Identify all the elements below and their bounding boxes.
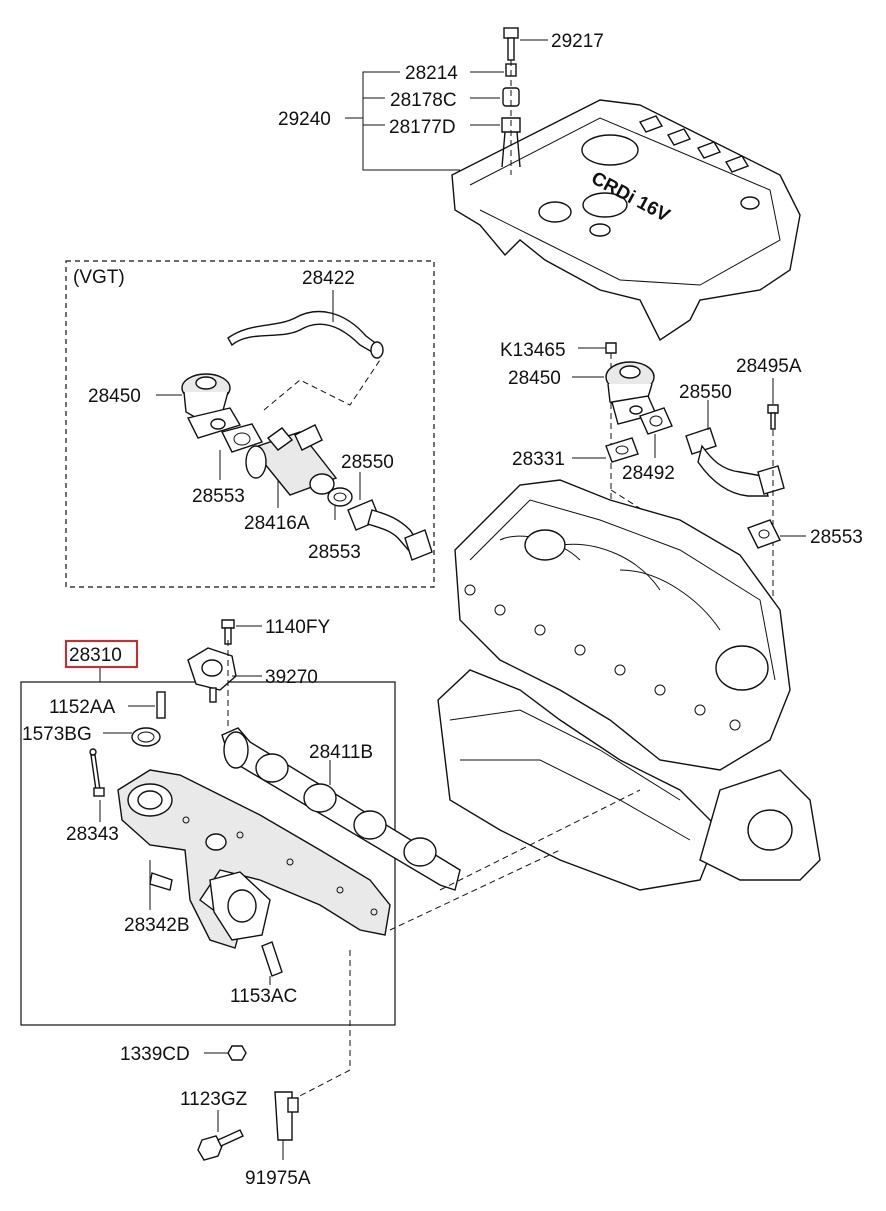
label-29217[interactable]: 29217 <box>551 31 604 52</box>
gasket-28411B[interactable] <box>221 727 461 891</box>
label-28553-vgt-b[interactable]: 28553 <box>308 542 361 563</box>
label-28450-vgt[interactable]: 28450 <box>88 386 141 407</box>
label-K13465[interactable]: K13465 <box>500 340 566 361</box>
cylinder-head-and-block <box>437 479 821 891</box>
label-1123GZ[interactable]: 1123GZ <box>180 1089 248 1110</box>
egr-cooler-28416A[interactable] <box>245 424 338 496</box>
label-1339CD[interactable]: 1339CD <box>120 1044 190 1065</box>
bolt-28495A[interactable] <box>767 404 779 430</box>
label-28416A[interactable]: 28416A <box>244 513 310 534</box>
bracket-91975A[interactable] <box>274 1091 299 1141</box>
label-39270[interactable]: 39270 <box>265 667 318 688</box>
exhaust-manifold-28310[interactable] <box>117 769 391 949</box>
label-28310[interactable]: 28310 <box>69 645 122 666</box>
hose-28422[interactable] <box>227 310 380 353</box>
egr-valve-vgt[interactable] <box>181 373 242 439</box>
nut-1339CD[interactable] <box>227 1045 247 1061</box>
vgt-group-box <box>65 260 435 588</box>
gasket-vgt-28553-b[interactable] <box>327 487 353 507</box>
label-1153AC[interactable]: 1153AC <box>230 986 297 1007</box>
engine-cover[interactable]: CRDi 16V <box>451 99 801 342</box>
label-28342B[interactable]: 28342B <box>124 915 190 936</box>
label-28553-vgt-a[interactable]: 28553 <box>192 486 245 507</box>
gasket-vgt-28553-a[interactable] <box>220 423 264 453</box>
label-28178C[interactable]: 28178C <box>390 90 457 111</box>
label-29240[interactable]: 29240 <box>278 109 331 130</box>
label-1573BG[interactable]: 1573BG <box>22 724 92 745</box>
grommet-28177D[interactable] <box>501 117 521 168</box>
label-91975A[interactable]: 91975A <box>245 1168 311 1189</box>
label-28550-vgt[interactable]: 28550 <box>341 452 394 473</box>
labels: 29217 28214 28178C 28177D 29240 (VGT) 28… <box>22 31 863 1189</box>
egr-valve-28450[interactable] <box>605 361 657 425</box>
label-1152AA[interactable]: 1152AA <box>49 697 116 718</box>
stud-28342B[interactable] <box>149 872 173 891</box>
stud-1152AA[interactable] <box>156 691 166 719</box>
label-28550[interactable]: 28550 <box>679 382 732 403</box>
label-28343[interactable]: 28343 <box>66 824 119 845</box>
bolt-29217[interactable] <box>503 27 519 61</box>
egr-pipe-28550[interactable] <box>685 427 785 497</box>
label-28331[interactable]: 28331 <box>512 449 565 470</box>
gasket-28492[interactable] <box>639 407 673 435</box>
highlight-box-28310 <box>65 640 138 668</box>
label-28450[interactable]: 28450 <box>508 368 561 389</box>
nut-K13465[interactable] <box>605 342 617 354</box>
gasket-1573BG[interactable] <box>131 727 161 747</box>
label-28553[interactable]: 28553 <box>810 527 863 548</box>
gasket-28331[interactable] <box>605 437 639 463</box>
label-28422[interactable]: 28422 <box>302 268 355 289</box>
label-28492[interactable]: 28492 <box>622 463 675 484</box>
label-vgt: (VGT) <box>73 267 125 288</box>
label-1140FY[interactable]: 1140FY <box>265 617 330 638</box>
label-28411B[interactable]: 28411B <box>309 742 373 763</box>
sensor-28343[interactable] <box>89 748 105 797</box>
label-28495A[interactable]: 28495A <box>736 356 802 377</box>
heat-protector-39270[interactable] <box>187 647 237 703</box>
gasket-28553[interactable] <box>747 519 781 549</box>
stud-1153AC[interactable] <box>261 941 283 977</box>
label-28214[interactable]: 28214 <box>405 63 458 84</box>
egr-pipe-vgt-28550[interactable] <box>347 499 433 561</box>
label-28177D[interactable]: 28177D <box>389 117 456 138</box>
bolt-1123GZ[interactable] <box>197 1129 244 1161</box>
